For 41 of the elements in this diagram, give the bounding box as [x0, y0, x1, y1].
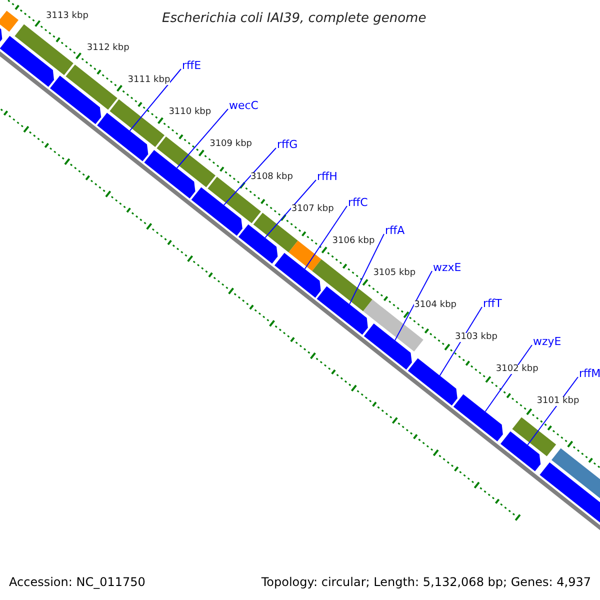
leader-line — [349, 234, 384, 305]
gene-bar — [238, 224, 278, 264]
gene-label: wzxE — [433, 262, 462, 273]
scale-label: 3112 kbp — [86, 44, 130, 54]
gene-label: wecC — [229, 100, 258, 111]
gene-label: rffA — [385, 225, 405, 236]
gene-label: rffE — [182, 60, 202, 71]
gene-bar — [50, 76, 102, 124]
gene-bar — [500, 431, 541, 472]
gene-bar — [144, 150, 196, 198]
leader-line — [129, 68, 182, 132]
gene-bar — [0, 36, 54, 87]
leader-line — [264, 180, 316, 238]
gene-label: wzyE — [533, 336, 562, 347]
gene-bar — [274, 252, 321, 298]
leader-line — [394, 270, 432, 341]
leader-line — [223, 148, 276, 206]
gene-label: rffM — [579, 368, 600, 379]
gene-label: rffG — [277, 139, 298, 150]
accession-note: Accession: NC_011750 — [9, 576, 146, 588]
leader-line — [304, 206, 348, 270]
leader-line — [439, 306, 482, 376]
scale-label: 3110 kbp — [168, 108, 212, 118]
gene-label: rffC — [348, 197, 368, 208]
gene-bar — [453, 394, 503, 442]
gene-label: rffH — [317, 171, 338, 182]
leader-line — [176, 108, 228, 168]
title: Escherichia coli IAI39, complete genome — [162, 12, 426, 25]
scale-label: 3102 kbp — [496, 365, 538, 374]
leader-line — [484, 344, 532, 412]
leader-line — [527, 376, 578, 446]
genome-summary: Topology: circular; Length: 5,132,068 bp; Genes: 4,937 — [261, 576, 591, 588]
scale-label: 3101 kbp — [536, 397, 580, 406]
gene-bar — [364, 324, 412, 370]
gene-bar — [408, 358, 458, 406]
gene-bar — [97, 112, 148, 162]
gene-label: rffT — [483, 298, 502, 309]
gene-bar — [191, 187, 242, 236]
scale-label: 3109 kbp — [210, 140, 252, 150]
gene-bar — [316, 286, 368, 335]
scale-label: 3111 kbp — [128, 76, 170, 86]
